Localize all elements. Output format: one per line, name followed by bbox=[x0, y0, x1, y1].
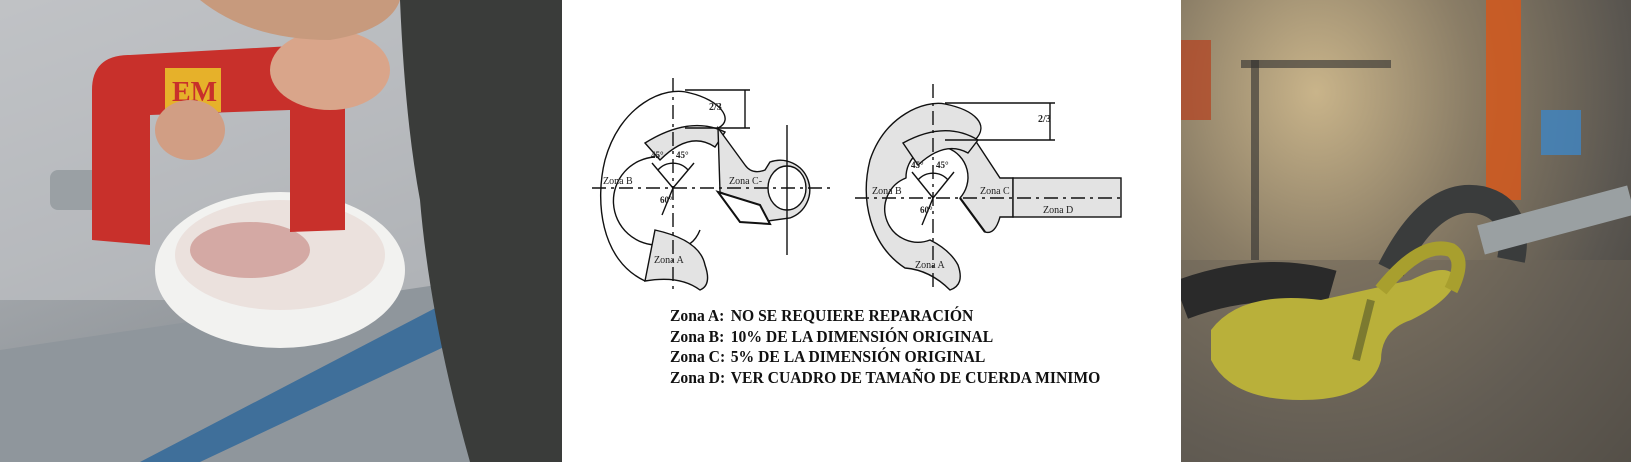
legend-row-zone-a: Zona A: NO SE REQUIERE REPARACIÓN bbox=[670, 306, 1100, 327]
angle-ray bbox=[651, 162, 674, 189]
eye-hook-outer-outline bbox=[600, 90, 726, 282]
hook-diagram-svg: 2/3 45° 45° 60° Zona B Zona C- Zona A bbox=[592, 78, 1125, 291]
eye-hook-drawing bbox=[592, 78, 835, 291]
legend-row-zone-c: Zona C:5% DE LA DIMENSIÓN ORIGINAL bbox=[670, 347, 1100, 368]
hook-zone-diagram: 2/3 45° 45° 60° Zona B Zona C- Zona A bbox=[562, 0, 1181, 462]
photo-hook-wire-rope bbox=[1181, 0, 1631, 462]
zone-a-label: Zona A bbox=[654, 255, 684, 266]
orange-column bbox=[1486, 0, 1521, 200]
legend-text: 10% DE LA DIMENSIÓN ORIGINAL bbox=[730, 326, 994, 346]
angle-label: 60° bbox=[660, 195, 673, 205]
zone-b-label: Zona B bbox=[872, 186, 902, 197]
angle-arc bbox=[657, 162, 689, 171]
worker-face bbox=[200, 0, 400, 40]
angle-ray bbox=[921, 197, 934, 226]
angle-ray bbox=[911, 171, 934, 199]
zone-a-label: Zona A bbox=[915, 260, 945, 271]
angle-label: 45° bbox=[651, 150, 664, 160]
angle-ray bbox=[932, 171, 955, 199]
angle-arc bbox=[917, 172, 949, 181]
inspection-photo-illustration: EM bbox=[0, 0, 562, 462]
zone-c-label: Zona C bbox=[980, 186, 1010, 197]
legend-text: 5% DE LA DIMENSIÓN ORIGINAL bbox=[730, 347, 986, 366]
zone-d-label: Zona D bbox=[1043, 205, 1073, 216]
hook-eye bbox=[1375, 241, 1466, 295]
legend-text: NO SE REQUIERE REPARACIÓN bbox=[730, 306, 974, 325]
legend-row-zone-b: Zona B:10% DE LA DIMENSIÓN ORIGINAL bbox=[670, 327, 1100, 348]
angle-ray bbox=[672, 162, 695, 189]
angle-label: 45° bbox=[911, 160, 924, 170]
legend-key: Zona B: bbox=[670, 326, 725, 346]
legend-row-zone-d: Zona D:VER CUADRO DE TAMAÑO DE CUERDA MI… bbox=[670, 368, 1100, 389]
hand bbox=[270, 30, 390, 110]
wire-rope-left bbox=[1181, 262, 1337, 319]
worker-sleeve bbox=[400, 0, 562, 462]
zone-legend: Zona A: NO SE REQUIERE REPARACIÓN Zona B:… bbox=[670, 306, 1100, 388]
legend-text: VER CUADRO DE TAMAÑO DE CUERDA MINIMO bbox=[730, 367, 1101, 387]
shank-hook-drawing bbox=[855, 84, 1125, 291]
angle-ray bbox=[661, 187, 674, 216]
angle-label: 45° bbox=[676, 150, 689, 160]
magnetic-yoke bbox=[92, 45, 345, 245]
workbench-front bbox=[0, 280, 500, 462]
background-table-leg bbox=[1251, 60, 1259, 260]
legend-key: Zona C: bbox=[670, 347, 726, 366]
blue-bucket bbox=[1541, 110, 1581, 155]
blue-bench-edge bbox=[140, 290, 480, 462]
yellow-hook bbox=[1211, 270, 1456, 400]
zone-b-label: Zona B bbox=[603, 176, 633, 187]
background-table bbox=[1241, 60, 1391, 68]
legend-key: Zona D: bbox=[670, 367, 726, 387]
thimble bbox=[1477, 185, 1631, 255]
background-object bbox=[1181, 40, 1211, 120]
hook-photo-illustration bbox=[1181, 0, 1631, 462]
dimension-label: 2/3 bbox=[709, 102, 722, 113]
angle-label: 60° bbox=[920, 205, 933, 215]
angle-label: 45° bbox=[936, 160, 949, 170]
hand-left bbox=[155, 100, 225, 160]
eye-hook-zone-a-tip bbox=[644, 229, 709, 291]
eye-hook-throat-edge bbox=[715, 190, 772, 226]
zone-c-label: Zona C- bbox=[729, 176, 762, 187]
hook-latch bbox=[1352, 299, 1375, 361]
particle-stain bbox=[190, 222, 310, 278]
shank-hook-throat-edge bbox=[959, 197, 986, 233]
dimension-label: 2/3 bbox=[1038, 114, 1051, 125]
photo-magnetic-inspection: EM bbox=[0, 0, 562, 462]
legend-key: Zona A: bbox=[670, 306, 725, 325]
